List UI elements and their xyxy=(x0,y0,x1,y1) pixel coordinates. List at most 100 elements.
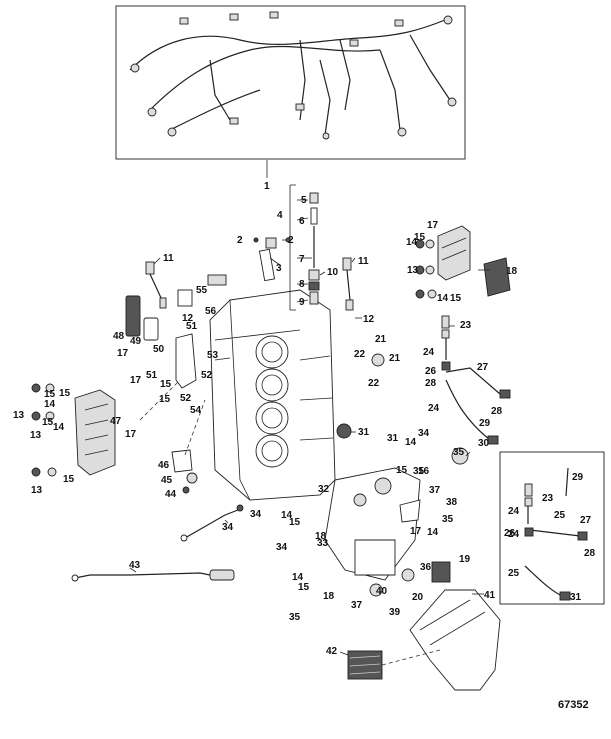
callout: 14 xyxy=(406,237,418,248)
callout: 9 xyxy=(299,297,305,308)
callout: 35 xyxy=(442,514,454,525)
callout: 33 xyxy=(317,538,329,549)
callout: 24 xyxy=(508,506,520,517)
callout: 26 xyxy=(425,366,437,377)
callout: 51 xyxy=(146,370,158,381)
callout: 43 xyxy=(129,560,141,571)
callout: 41 xyxy=(484,590,496,601)
callout: 45 xyxy=(161,475,173,486)
callout: 42 xyxy=(326,646,338,657)
callout: 18 xyxy=(315,531,327,542)
callout: 31 xyxy=(570,592,582,603)
callout: 37 xyxy=(429,485,441,496)
callout: 36 xyxy=(420,562,432,573)
callout: 22 xyxy=(354,349,366,360)
callout: 18 xyxy=(323,591,335,602)
callout: 46 xyxy=(158,460,170,471)
callout: 15 xyxy=(159,394,171,405)
callout: 13 xyxy=(13,410,25,421)
callout: 13 xyxy=(31,485,43,496)
callout: 17 xyxy=(410,526,422,537)
callout: 14 xyxy=(427,527,439,538)
callout: 19 xyxy=(459,554,471,565)
callout: 15 xyxy=(42,417,54,428)
callout: 15 xyxy=(298,582,310,593)
callout: 17 xyxy=(427,220,439,231)
callout: 39 xyxy=(389,607,401,618)
callout: 15 xyxy=(450,293,462,304)
callout: 17 xyxy=(130,375,142,386)
callout: 12 xyxy=(182,313,194,324)
callout: 23 xyxy=(542,493,554,504)
callout: 15 xyxy=(396,465,408,476)
callout: 48 xyxy=(113,331,125,342)
callout: 52 xyxy=(180,393,192,404)
callout: 15 xyxy=(289,517,301,528)
callout: 27 xyxy=(580,515,592,526)
callout: 29 xyxy=(479,418,491,429)
callout: 24 xyxy=(428,403,440,414)
engine-block-illustration xyxy=(209,289,336,501)
callout: 16 xyxy=(418,466,430,477)
callout: 17 xyxy=(125,429,137,440)
callout: 8 xyxy=(299,279,305,290)
callout: 51 xyxy=(186,321,198,332)
callout: 11 xyxy=(163,253,174,264)
control-module-left-illustration xyxy=(31,383,116,477)
callout: 34 xyxy=(250,509,262,520)
callout: 37 xyxy=(351,600,363,611)
callout: 28 xyxy=(584,548,596,559)
callout: 31 xyxy=(358,427,370,438)
callout: 11 xyxy=(358,256,369,267)
callout: 14 xyxy=(281,510,293,521)
callout: 34 xyxy=(276,542,288,553)
callout: 27 xyxy=(477,362,489,373)
callout: 21 xyxy=(389,353,401,364)
callout: 28 xyxy=(425,378,437,389)
callout: 10 xyxy=(327,267,339,278)
callout: 25 xyxy=(554,510,566,521)
misc-fasteners-illustration xyxy=(139,353,469,494)
detail-inset-illustration xyxy=(499,451,605,605)
callout: 2 xyxy=(237,235,243,246)
callout: 22 xyxy=(368,378,380,389)
callout: 50 xyxy=(153,344,165,355)
callout: 44 xyxy=(165,489,177,500)
callout: 14 xyxy=(44,399,56,410)
figure-number: 67352 xyxy=(558,699,589,711)
callout: 24 xyxy=(508,529,520,540)
callout: 28 xyxy=(491,406,503,417)
leader-lines xyxy=(129,199,490,656)
callout: 21 xyxy=(375,334,387,345)
callout: 40 xyxy=(376,586,388,597)
callout: 14 xyxy=(53,422,65,433)
callout: 12 xyxy=(363,314,375,325)
hose-assembly-illustration xyxy=(441,315,511,445)
callout: 35 xyxy=(453,447,465,458)
callout: 35 xyxy=(289,612,301,623)
lower-bracket-illustration xyxy=(324,467,451,597)
callout: 13 xyxy=(30,430,42,441)
callout: 47 xyxy=(110,416,122,427)
callout: 20 xyxy=(412,592,424,603)
callout: 18 xyxy=(506,266,518,277)
cover-39-illustration xyxy=(409,589,501,691)
callout: 26 xyxy=(504,528,516,539)
callout: 52 xyxy=(201,370,213,381)
callout: 30 xyxy=(478,438,490,449)
bracket-parts-illustration xyxy=(125,274,227,389)
callout: 32 xyxy=(318,484,330,495)
callout: 49 xyxy=(130,336,142,347)
callout: 14 xyxy=(437,293,449,304)
callout: 55 xyxy=(196,285,208,296)
callout: 53 xyxy=(207,350,219,361)
callout: 17 xyxy=(117,348,129,359)
callout: 25 xyxy=(508,568,520,579)
sensor-assembly-illustration xyxy=(289,184,320,311)
control-module-right-illustration xyxy=(415,225,511,299)
label-40-illustration xyxy=(347,649,441,680)
callout-labels: 1 2 2 3 4 5 6 7 8 9 10 11 11 12 12 13 13… xyxy=(13,181,596,657)
callout: 56 xyxy=(205,306,217,317)
callout: 6 xyxy=(299,216,305,227)
